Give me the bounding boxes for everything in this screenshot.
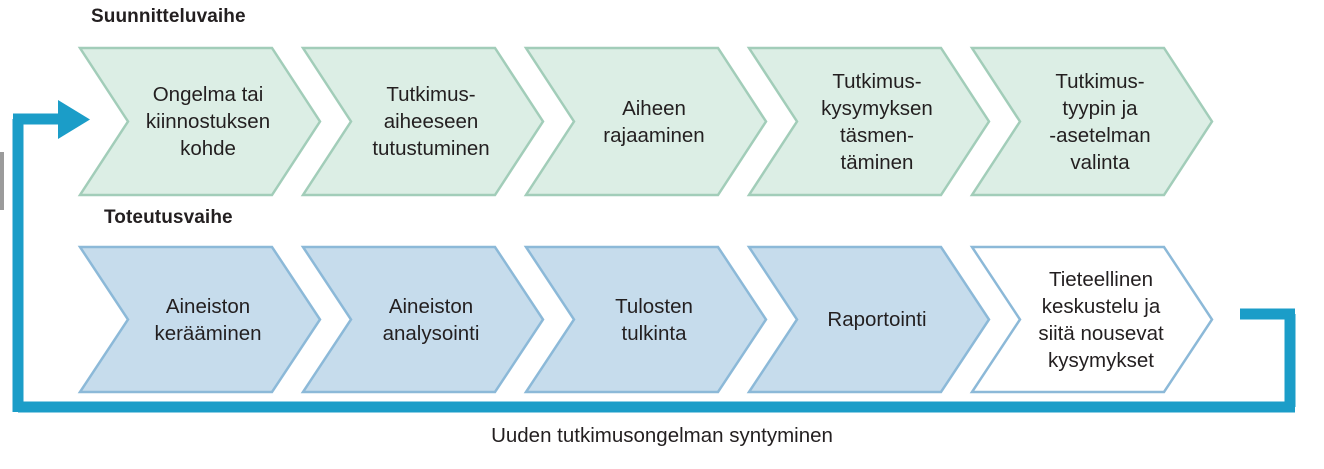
execution-step-1-label: Aineiston kerääminen xyxy=(154,294,262,345)
execution-phase-title: Toteutusvaihe xyxy=(104,207,233,228)
execution-chevron-4[interactable] xyxy=(746,245,991,394)
execution-chevron-5[interactable] xyxy=(969,245,1214,394)
planning-chevron-4[interactable] xyxy=(746,46,991,197)
planning-step-5-label: Tutkimus- tyypin ja -asetelman valinta xyxy=(1049,69,1151,174)
planning-chevron-2[interactable] xyxy=(300,46,545,197)
planning-step-4-label: Tutkimus- kysymyksen täsmen- täminen xyxy=(821,69,933,174)
execution-step-3-label: Tulosten tulkinta xyxy=(615,294,693,345)
execution-chevron-2[interactable] xyxy=(300,245,545,394)
loop-caption: Uuden tutkimusongelman syntyminen xyxy=(491,424,833,447)
feedback-loop-arrow xyxy=(12,100,1296,413)
execution-row xyxy=(77,245,1214,394)
planning-row xyxy=(77,46,1214,197)
planning-step-3-label: Aiheen rajaaminen xyxy=(603,96,705,147)
execution-chevron-3[interactable] xyxy=(523,245,768,394)
planning-chevron-1[interactable] xyxy=(77,46,322,197)
execution-chevron-1[interactable] xyxy=(77,245,322,394)
planning-step-1-label: Ongelma tai kiinnostuksen kohde xyxy=(145,83,271,160)
execution-step-2-label: Aineiston analysointi xyxy=(382,294,480,345)
execution-step-4-label: Raportointi xyxy=(827,308,927,331)
planning-step-2-label: Tutkimus- aiheeseen tutustuminen xyxy=(372,83,490,160)
planning-phase-title: Suunnitteluvaihe xyxy=(91,6,246,27)
execution-step-5-label: Tieteellinen keskustelu ja siitä nouseva… xyxy=(1038,267,1164,372)
planning-chevron-5[interactable] xyxy=(969,46,1214,197)
planning-chevron-3[interactable] xyxy=(523,46,768,197)
page-edge-marker xyxy=(0,152,4,210)
